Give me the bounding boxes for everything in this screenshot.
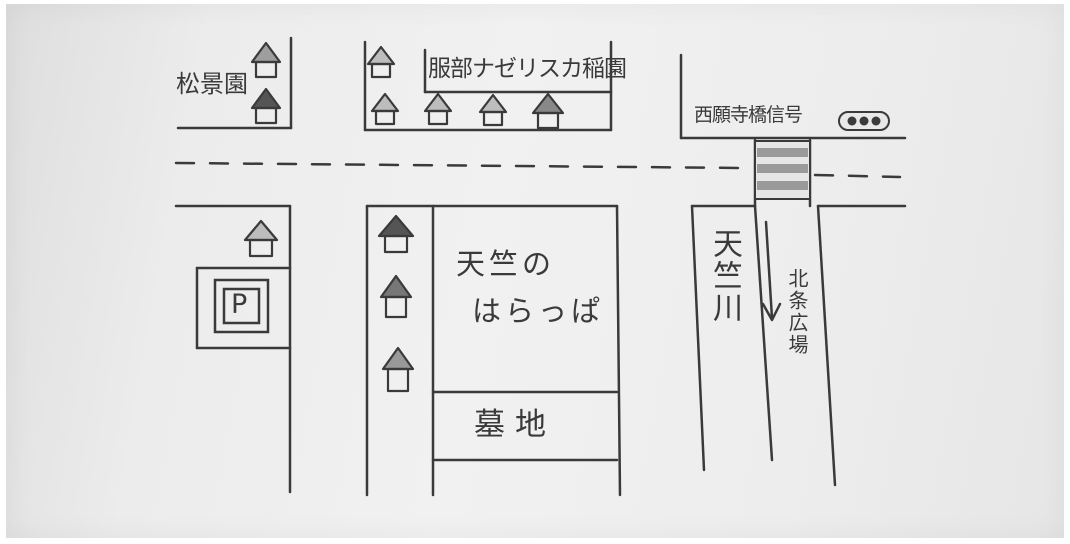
- label-cemetery: 墓地: [474, 407, 556, 443]
- house-icon: [423, 92, 453, 126]
- house-icon: [370, 92, 400, 126]
- house-icon: [478, 93, 508, 127]
- label-hattori: 服部ナゼリスカ稲園: [428, 56, 627, 82]
- block-right: [808, 138, 907, 487]
- label-plaza: 北条広場: [785, 268, 809, 356]
- block-field: [365, 204, 622, 497]
- block-hattori: [363, 40, 613, 132]
- label-signal: 西願寺橋信号: [694, 104, 803, 126]
- road-centerline: [174, 161, 902, 179]
- house-icon: [243, 219, 279, 258]
- label-field-line2: はらっぱ: [472, 294, 605, 328]
- crosswalk: [754, 140, 811, 200]
- house-icon: [366, 45, 396, 79]
- house-icon: [531, 92, 565, 130]
- traffic-light-icon: [838, 111, 890, 131]
- house-icon: [377, 214, 415, 254]
- house-icon: [250, 87, 282, 125]
- label-field-line1: 天竺の: [456, 247, 556, 281]
- house-icon: [379, 274, 413, 319]
- label-shoenen: 松景園: [176, 70, 248, 98]
- parking-icon: [213, 278, 270, 334]
- block-shoenen: [176, 36, 293, 130]
- arrow-down-icon: [761, 220, 782, 322]
- label-river: 天竺川: [707, 228, 742, 324]
- label-parking: P: [231, 289, 248, 320]
- house-icon: [250, 41, 282, 79]
- block-parking: [174, 204, 292, 494]
- house-icon: [381, 346, 415, 393]
- block-signal: [679, 53, 907, 140]
